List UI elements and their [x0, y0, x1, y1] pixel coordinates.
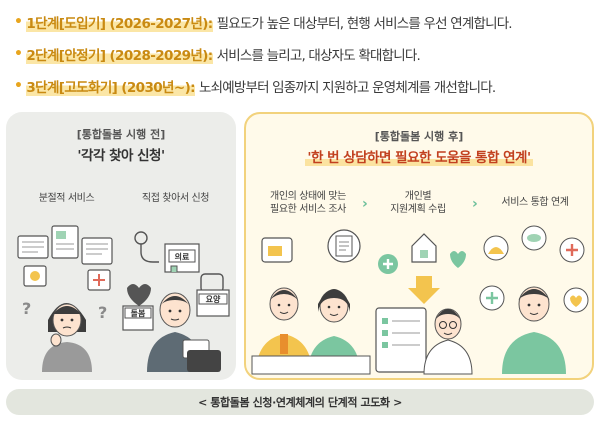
svg-text:?: ?: [22, 299, 31, 318]
after-item-plan: 개인별 지원계획 수립: [390, 191, 446, 215]
stage-2: • 2단계[안정기] (2028-2029년): 서비스를 늘리고, 대상자도 …: [14, 38, 594, 70]
support-plan-icon: [375, 233, 473, 375]
stage-3: • 3단계[고도화기] (2030년~): 노쇠예방부터 임종까지 지원하고 운…: [14, 70, 594, 102]
care-sign: 돌봄: [131, 308, 146, 318]
consultation-staff-icon: [251, 229, 371, 375]
bottom-caption: < 통합돌봄 신청·연계체계의 단계적 고도화 >: [6, 389, 594, 415]
bullet-icon: •: [14, 78, 23, 94]
stage-desc: 필요도가 높은 대상부터, 현행 서비스를 우선 연계합니다.: [216, 16, 513, 32]
before-title: '각각 찾아 신청': [77, 148, 165, 164]
stage-desc: 서비스를 늘리고, 대상자도 확대합니다.: [216, 48, 421, 64]
stage-1: • 1단계[도입기] (2026-2027년): 필요도가 높은 대상부터, 현…: [14, 6, 594, 38]
bullet-icon: •: [14, 14, 23, 30]
after-title-text: '한 번 상담하면 필요한 도움을 통합 연계': [305, 150, 533, 166]
bullet-icon: •: [14, 46, 23, 62]
scattered-documents-icon: ? ?: [17, 225, 113, 372]
stage-desc: 노쇠예방부터 임종까지 지원하고 운영체계를 개선합니다.: [198, 80, 496, 96]
integrated-services-icon: [479, 225, 589, 374]
after-title: '한 번 상담하면 필요한 도움을 통합 연계': [246, 146, 592, 166]
clinic-sign: 의료: [175, 252, 190, 262]
before-item-fragmented: 분절적 서비스: [38, 193, 95, 204]
after-tag: [통합돌봄 시행 후]: [374, 130, 464, 143]
arrow-right-icon: ›: [472, 196, 478, 212]
nursing-sign: 요양: [206, 294, 221, 304]
stage-list: • 1단계[도입기] (2026-2027년): 필요도가 높은 대상부터, 현…: [14, 6, 594, 102]
before-item-self-apply: 직접 찾아서 신청: [141, 193, 210, 204]
after-item-assessment: 개인의 상태에 맞는 필요한 서비스 조사: [270, 191, 346, 215]
stage-label: 3단계[고도화기] (2030년~):: [26, 76, 196, 96]
stage-label: 1단계[도입기] (2026-2027년):: [26, 12, 213, 32]
before-panel: [통합돌봄 시행 전] '각각 찾아 신청' 분절적 서비스 직접 찾아서 신청…: [6, 112, 236, 380]
arrow-right-icon: ›: [362, 196, 368, 212]
after-panel: [통합돌봄 시행 후] '한 번 상담하면 필요한 도움을 통합 연계' 개인의…: [244, 112, 594, 380]
stage-label: 2단계[안정기] (2028-2029년):: [26, 44, 213, 64]
before-tag: [통합돌봄 시행 전]: [76, 128, 166, 141]
man-visiting-offices-icon: 의료 돌봄 요양: [122, 231, 230, 372]
svg-text:?: ?: [98, 303, 107, 322]
after-item-link: 서비스 통합 연계: [501, 197, 569, 208]
